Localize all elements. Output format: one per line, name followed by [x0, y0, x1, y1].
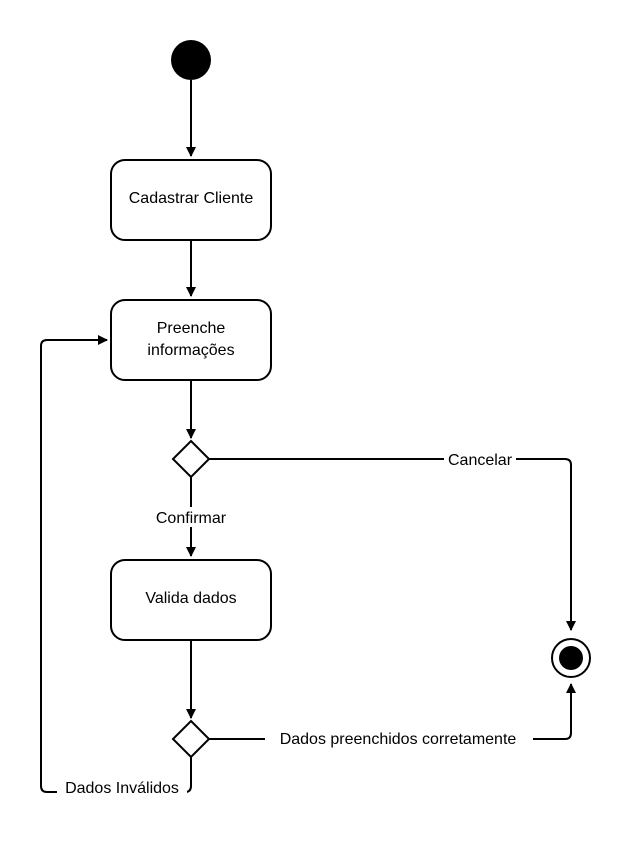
edge-label-cancelar: Cancelar — [448, 452, 513, 469]
action-valida-dados-label: Valida dados — [145, 590, 236, 607]
action-valida-dados: Valida dados — [110, 559, 272, 641]
initial-node — [171, 40, 211, 80]
final-node — [551, 638, 591, 678]
edge-label-confirmar: Confirmar — [156, 510, 227, 527]
edge-dados-invalidos — [40, 335, 192, 793]
action-preenche-line1: Preenche — [157, 320, 226, 337]
edge-dados-corretos — [209, 683, 576, 740]
decision-node-validation — [171, 719, 211, 759]
action-cadastrar-cliente: Cadastrar Cliente — [110, 159, 272, 241]
action-preenche-informacoes: Preenche informações — [110, 299, 272, 381]
action-cadastrar-cliente-label: Cadastrar Cliente — [129, 190, 254, 207]
edge-cancelar — [209, 458, 576, 631]
edge-label-dados-corretos: Dados preenchidos corretamente — [280, 731, 517, 748]
decision-node-confirm-cancel — [171, 439, 211, 479]
action-preenche-line2: informações — [147, 342, 234, 359]
edge-label-dados-invalidos: Dados Inválidos — [65, 780, 179, 797]
